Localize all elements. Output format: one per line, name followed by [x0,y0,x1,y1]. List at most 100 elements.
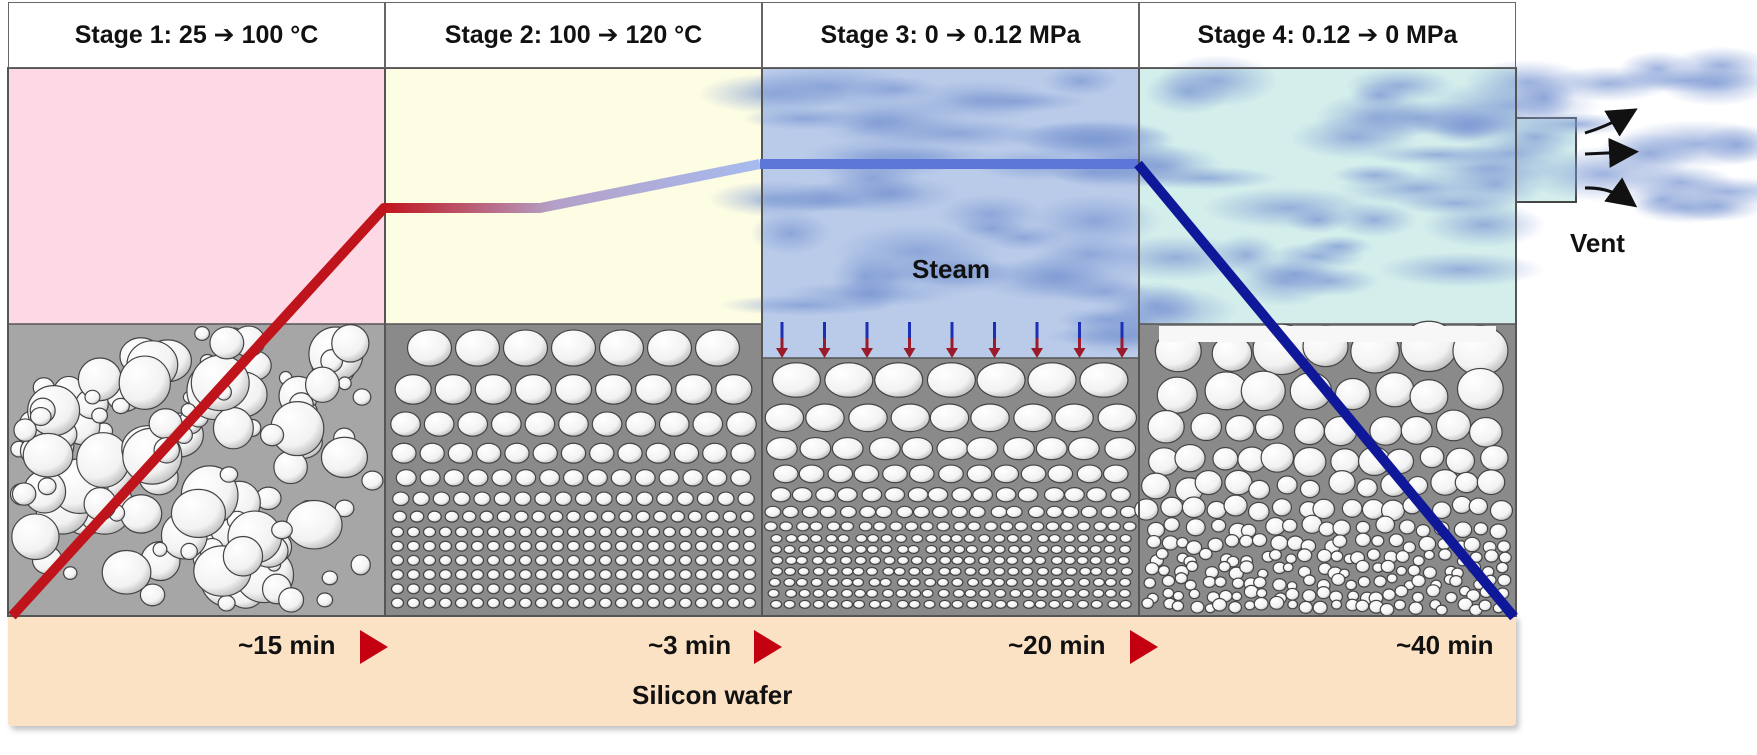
pore [550,526,565,538]
pore [320,436,369,479]
pore [1256,588,1268,599]
pore [1064,487,1085,503]
pore [737,491,755,507]
pore [812,588,825,598]
pore [883,555,896,566]
pore [1382,588,1396,601]
pore [769,544,783,555]
pore [454,554,469,566]
stage-3-duration: ~20 min [1008,630,1106,660]
pore [630,540,645,552]
pore [859,505,877,519]
pore [1355,559,1370,573]
pore [1079,566,1092,576]
pore [1104,577,1117,587]
pore [925,544,938,555]
pore [676,491,694,507]
pore [853,464,880,484]
pore [866,533,880,544]
pore [1293,417,1326,446]
pore [1014,521,1029,532]
pore [795,555,808,566]
pore [1224,469,1253,496]
pore [1411,574,1426,588]
pore [710,540,725,552]
stage-3-header: Stage 3: 0 ➔ 0.12 MPa [762,2,1139,68]
pore [304,366,340,404]
pore [1019,544,1033,555]
pore [662,526,677,538]
pore [682,469,704,487]
pore [646,569,661,581]
pore [598,526,613,538]
vent-cloud [1444,161,1546,208]
pore [1253,576,1267,589]
pore [1076,555,1089,566]
pore [646,554,661,566]
pore [879,599,892,609]
pore [678,583,693,595]
pore [1468,497,1489,516]
pore [438,540,453,552]
pore [479,510,494,523]
pore [1174,572,1188,585]
pore [896,577,909,587]
pore [444,510,460,523]
pore [566,569,581,581]
pore [467,469,489,487]
pore [1285,587,1300,601]
pore [1356,478,1378,498]
pore [875,505,893,519]
pore [925,533,938,544]
pore [502,329,549,367]
pore [1402,541,1417,554]
pore [783,577,796,587]
pore [1092,577,1106,587]
stage-1-end-marker [360,630,388,664]
pore [550,597,565,609]
pore [1194,469,1223,496]
pore [1089,544,1102,555]
pore [566,597,581,609]
pore [1037,533,1050,544]
pore [62,566,78,580]
pore [1021,555,1034,566]
vent-clouds [1415,46,1757,224]
stage-1-header: Stage 1: 25 ➔ 100 °C [8,2,385,68]
pore [1067,436,1100,461]
pore [1021,588,1034,598]
pore [1425,584,1441,598]
pore [598,540,613,552]
pore [470,554,485,566]
pore [1076,464,1103,484]
pore [582,583,597,595]
pore [1328,470,1356,495]
pore [662,569,677,581]
pore [927,487,949,503]
pore [1148,447,1180,476]
pore [1045,521,1060,532]
pore [486,540,501,552]
pore [212,406,254,450]
pore [852,566,865,576]
pore [978,566,991,576]
pore [566,540,581,552]
steam-arrow [903,322,916,358]
pore [694,554,709,566]
pore [1287,599,1299,610]
pore [801,505,819,519]
pore [1301,589,1317,603]
pore [896,599,909,609]
pore [1034,599,1047,609]
pore [726,540,741,552]
pore [1395,550,1410,564]
pore [1174,443,1206,473]
pore [951,487,973,503]
pore [1036,566,1050,576]
pore [783,599,796,609]
pore [694,597,709,609]
pore [390,411,421,437]
pore [1463,536,1481,553]
steam-clouds [698,54,1546,354]
pore [1302,574,1316,587]
